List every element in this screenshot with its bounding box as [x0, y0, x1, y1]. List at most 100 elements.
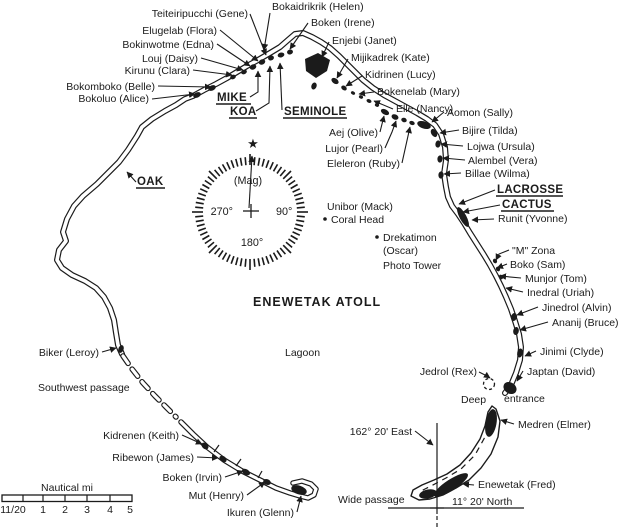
label-billae: Billae (Wilma) [465, 168, 530, 180]
leader-mut [246, 481, 266, 496]
scale-tick-4: 4 [107, 504, 113, 516]
compass-rose: ★ (Mag) 270° 90° 180° [192, 137, 308, 270]
leader-biker [101, 346, 117, 353]
drekatimon-dot-icon [375, 235, 379, 239]
compass-tick [230, 255, 235, 264]
compass-tick [276, 166, 283, 174]
compass-tick [213, 169, 221, 177]
island-blobs [118, 49, 523, 499]
scale-tick-5: 5 [127, 504, 133, 516]
leader-kidrinen [345, 75, 363, 87]
leader-m-zona [495, 249, 510, 261]
compass-tick [257, 258, 261, 267]
compass-tick [235, 257, 239, 266]
leader-aomon [431, 111, 445, 123]
label-ribewon: Ribewon (James) [112, 452, 194, 464]
label-oscar: (Oscar) [383, 245, 418, 257]
label-runit: Runit (Yvonne) [498, 213, 567, 225]
scale-caption: Nautical mi [41, 482, 93, 494]
island-jinimi [517, 348, 523, 358]
compass-tick [253, 157, 256, 166]
compass-tick [272, 252, 279, 261]
island-bokenelab [350, 91, 356, 95]
scale-bar: Nautical mi 11/20 1 2 3 4 5 [0, 482, 133, 516]
compass-tick [217, 250, 224, 258]
compass-tick [201, 234, 210, 241]
compass-tick [290, 183, 299, 190]
compass-tick [226, 161, 231, 170]
leader-enewetak [462, 481, 475, 488]
north-star-icon: ★ [247, 137, 259, 152]
label-lojwa: Lojwa (Ursula) [467, 141, 535, 153]
compass-tick [213, 247, 221, 255]
island-bokaidrikrik [287, 49, 293, 55]
leader-ribewon [196, 454, 219, 462]
leader-lines [101, 12, 549, 513]
leader-munjor [499, 273, 522, 280]
island-jedrol-dashed [482, 377, 496, 391]
compass-tick [282, 244, 292, 254]
compass-tick [226, 254, 231, 263]
label-kidrenen: Kidrenen (Keith) [103, 430, 179, 442]
island-kidrinen [341, 85, 347, 91]
label-inedral: Inedral (Uriah) [527, 287, 594, 299]
island-runit [457, 207, 469, 227]
label-shot-lacrosse: LACROSSE [497, 184, 563, 196]
compass-tick [239, 258, 243, 267]
island-billae [438, 171, 444, 179]
label-unibor: Unibor (Mack) [327, 201, 393, 213]
chain-slash-mark [235, 458, 242, 467]
compass-tick [239, 157, 243, 166]
label-eleleron: Eleleron (Ruby) [327, 158, 400, 170]
island-alembel [437, 155, 443, 163]
label-bokoluo: Bokoluo (Alice) [78, 93, 149, 105]
compass-tick [195, 201, 204, 205]
scale-tick-0: 11/20 [0, 504, 26, 516]
leader-elle [373, 100, 394, 110]
compass-tick [261, 158, 265, 167]
compass-tick [295, 223, 304, 227]
label-elle: Elle (Nancy) [396, 103, 453, 115]
label-shot-cactus: CACTUS [502, 199, 552, 211]
island-lojwa [435, 140, 441, 148]
compass-tick [288, 238, 296, 245]
compass-tick [285, 175, 293, 183]
compass-tick [208, 244, 218, 254]
compass-tick [295, 197, 304, 201]
label-ananij: Ananij (Bruce) [552, 317, 619, 329]
compass-tick [269, 254, 274, 263]
label-deep: Deep [461, 394, 486, 406]
label-bokinwotme: Bokinwotme (Edna) [122, 39, 214, 51]
compass-tick [217, 166, 224, 174]
label-southwest-passage: Southwest passage [38, 382, 130, 394]
island-bijire [430, 128, 438, 138]
compass-tick [196, 223, 205, 227]
compass-tick [201, 183, 210, 190]
label-lujor: Lujor (Pearl) [325, 143, 383, 155]
reef-southwest-passage-dashed-core [121, 354, 178, 419]
leader-teiteiripucchi [249, 13, 267, 56]
island-teiteiripucchi [268, 55, 274, 61]
leader-bokaidrikrik [261, 12, 271, 51]
label-kidrinen: Kidrinen (Lucy) [365, 69, 436, 81]
compass-tick [199, 188, 208, 193]
island-enewetak-tip [419, 489, 437, 499]
leader-kirunu [192, 69, 233, 78]
scale-bar-rect [1, 494, 133, 503]
island-enewetak [433, 473, 469, 497]
leader-bokomboko [157, 83, 212, 91]
label-munjor: Munjor (Tom) [525, 273, 587, 285]
compass-tick [292, 188, 301, 193]
leader-ananij [519, 321, 549, 332]
label-drekatimon: Drekatimon [383, 232, 437, 244]
label-north-coordinate: 11° 20' North [452, 496, 512, 508]
label-shot-koa: KOA [230, 106, 256, 118]
compass-tick [244, 157, 247, 166]
label-japtan: Japtan (David) [527, 366, 595, 378]
leader-bijire [439, 128, 460, 136]
scale-tick-1: 1 [40, 504, 46, 516]
label-teiteiripucchi: Teiteiripucchi (Gene) [152, 8, 248, 20]
leader-bokinwotme [216, 43, 251, 67]
scale-tick-2: 2 [62, 504, 68, 516]
